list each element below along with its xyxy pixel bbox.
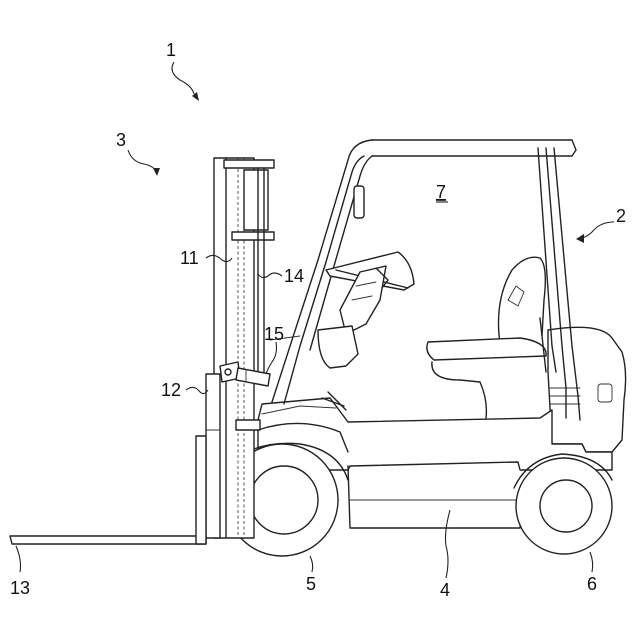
ref-5: 5 (306, 574, 316, 594)
ref-2: 2 (616, 206, 626, 226)
ref-6: 6 (587, 574, 597, 594)
ref-1: 1 (166, 40, 176, 60)
ref-11: 11 (180, 248, 199, 268)
ref-14: 14 (284, 266, 304, 286)
ref-3: 3 (116, 130, 126, 150)
ref-7: 7 (436, 182, 446, 202)
ref-4: 4 (440, 580, 450, 600)
carriage (206, 374, 220, 538)
ref-12: 12 (161, 380, 181, 400)
ref-15: 15 (264, 324, 284, 344)
rear-body (548, 327, 626, 452)
forks (10, 436, 206, 544)
seat (427, 257, 546, 418)
ref-13: 13 (10, 578, 30, 598)
